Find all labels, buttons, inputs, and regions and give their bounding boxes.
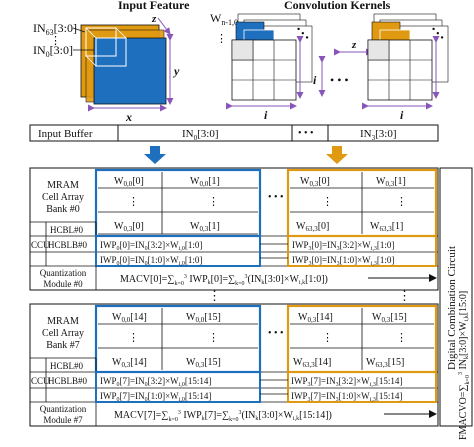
bank0-cell-w633-0: W63,3[0] <box>296 221 329 233</box>
input-y-label: y <box>172 64 180 78</box>
input-z-label: z <box>151 13 157 25</box>
bank0-title-1: MRAM <box>47 180 79 191</box>
input-window <box>95 37 127 67</box>
bank7-cell-w00-14: W0,0[14] <box>112 312 147 324</box>
bank7-hcblb: HCBLB#0 <box>48 376 88 386</box>
svg-text:⋮: ⋮ <box>396 332 407 344</box>
kernel-z-label: z <box>351 39 357 51</box>
bank0-cell-w03-1: W0,3[1] <box>190 221 220 233</box>
bank7-title-3: Bank #7 <box>46 340 80 351</box>
kernel-stack-right: • • • <box>367 13 449 101</box>
input-feature-cube <box>80 17 174 112</box>
input-buffer-cell-in3: IN3[3:0] <box>360 128 397 142</box>
bank7-quant-1: Quantization <box>40 404 87 414</box>
bank0-quant-1: Quantization <box>40 268 87 278</box>
bank0-hcbl: HCBL#0 <box>50 225 84 235</box>
kernel-i-label-b: i <box>313 73 317 87</box>
bank7-ccu: CCU <box>31 376 50 386</box>
svg-text:⋮: ⋮ <box>396 196 407 208</box>
svg-text:⋮: ⋮ <box>398 288 411 303</box>
input-buffer: Input Buffer IN0[3:0] • • • IN3[3:0] <box>29 124 439 142</box>
middle-vdots: ⋮ <box>208 288 221 303</box>
bank-0: • • • <box>29 167 439 291</box>
kernel-vertical-dots: ⋮ <box>216 33 227 45</box>
svg-text:⋮: ⋮ <box>208 332 219 344</box>
kernel-stack-left: • • • <box>231 13 313 101</box>
blue-down-arrow <box>144 146 166 164</box>
svg-text:⋮: ⋮ <box>322 332 333 344</box>
input-buffer-dots: • • • <box>298 128 314 139</box>
svg-text:⋮: ⋮ <box>208 196 219 208</box>
bank0-ccu: CCU <box>31 240 50 250</box>
bank7-iwp-blue-a: IWP0[7]=IN0[3:2]×Wi,0[15:14] <box>100 376 211 388</box>
bank-7: • • • <box>29 303 439 427</box>
bank0-hcblb: HCBLB#0 <box>48 240 88 250</box>
bank0-macv: MACV[0]=∑k=03 IWPk[0]=∑k=03(INk[3:0]×Wi,… <box>120 274 328 287</box>
fmacvo-formula: FMACVO=∑k=03 INk[3:0]×Wi,k[15:0] <box>458 291 471 440</box>
bank0-iwp-blue-b: IWP0[0]=IN0[1:0]×Wi,0[1:0] <box>100 255 202 267</box>
bank0-title-3: Bank #0 <box>46 204 80 215</box>
bank0-cell-w00-0: W0,0[0] <box>114 176 144 188</box>
input-top-label: IN63[3:0] <box>33 21 77 37</box>
digital-combination-circuit: Digital Combination Circuit <box>439 167 473 427</box>
orange-down-arrow <box>326 146 348 164</box>
svg-text:• • •: • • • <box>268 192 284 203</box>
bank7-title-1: MRAM <box>47 316 79 327</box>
bank7-cell-w633-14: W63,3[14] <box>293 357 331 369</box>
kernel-i-label-a: i <box>264 108 268 122</box>
bank0-cell-w03-0: W0,3[0] <box>114 221 144 233</box>
bank7-cell-o-w03-14: W0,3[14] <box>298 312 333 324</box>
svg-text:⋮: ⋮ <box>128 332 139 344</box>
bank0-iwp-orange-b: IWP3[0]=IN3[1:0]×Wi,3[1:0] <box>292 255 394 267</box>
bank7-quant-2: Module #7 <box>43 415 83 425</box>
input-buffer-cell-in0: IN0[3:0] <box>182 128 219 142</box>
input-buffer-label: Input Buffer <box>38 128 93 140</box>
bank7-iwp-orange-a: IWP3[7]=IN3[3:2]×Wi,3[15:14] <box>291 376 402 388</box>
bank7-macv: MACV[7]=∑k=03 IWPk[7]=∑k=03(INk[3:0]×Wi,… <box>114 410 332 423</box>
bank0-cell-o-w03-0: W0,3[0] <box>300 176 330 188</box>
bank0-iwp-blue-a: IWP0[0]=IN0[3:2]×Wi,0[1:0] <box>100 240 202 252</box>
input-feature-front-layer <box>93 37 167 105</box>
bank7-hcbl: HCBL#0 <box>50 361 84 371</box>
bank0-cell-o-w03-1: W0,3[1] <box>376 176 406 188</box>
bank7-cell-w03-15: W0,3[15] <box>186 357 221 369</box>
svg-text:IN63[3:0]: IN63[3:0] <box>33 21 77 37</box>
digital-circuit-label: Digital Combination Circuit <box>446 246 458 370</box>
input-vertical-dots: ⋮ <box>50 35 61 47</box>
svg-text:⋮: ⋮ <box>322 196 333 208</box>
input-feature-title: Input Feature <box>118 0 190 12</box>
kernels-title: Convolution Kernels <box>284 0 391 12</box>
svg-text:IN0[3:0]: IN0[3:0] <box>33 43 73 59</box>
bank0-cell-w633-1: W63,3[1] <box>370 221 403 233</box>
input-x-label: x <box>125 110 132 124</box>
kernel-ellipsis: • • • <box>330 73 349 87</box>
bank0-title-2: Cell Array <box>42 192 84 203</box>
bank0-quant-2: Module #0 <box>43 279 83 289</box>
svg-text:• • •: • • • <box>268 328 284 339</box>
bank0-iwp-orange-a: IWP3[0]=IN3[3:2]×Wi,3[1:0] <box>292 240 394 252</box>
bank0-cell-w00-1: W0,0[1] <box>190 176 220 188</box>
kernel-i-label-c: i <box>400 108 404 122</box>
bank7-title-2: Cell Array <box>42 328 84 339</box>
bank7-cell-w00-15: W0,0[15] <box>186 312 221 324</box>
input-bottom-label: IN0[3:0] <box>33 43 73 59</box>
bank7-cell-o-w03-15: W0,3[15] <box>372 312 407 324</box>
bank7-cell-w633-15: W63,3[15] <box>366 357 404 369</box>
bank7-cell-w03-14: W0,3[14] <box>112 357 147 369</box>
svg-text:⋮: ⋮ <box>128 196 139 208</box>
